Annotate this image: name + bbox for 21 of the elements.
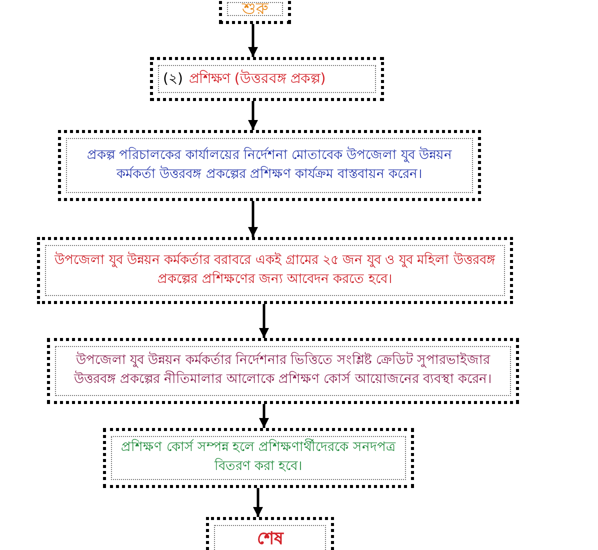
end-box <box>206 517 334 550</box>
node-text: উপজেলা যুব উন্নয়ন কর্মকর্তার নির্দেশনার ভিত্তিতে সংশ্লিষ্ট ক্রেডিট সুপারভাইজার উত্তরবঙ্গ প্রকল্পের নীতিমালার আলোকে প্রশিক্ষণ কোর্স আয়োজনের ব্যবস্থা করেন। <box>72 352 494 389</box>
arrow <box>259 404 269 428</box>
arrow <box>259 304 269 338</box>
start-box <box>219 0 291 24</box>
process-box <box>37 237 513 304</box>
node-text: প্রশিক্ষণ (উত্তরবঙ্গ প্রকল্প) <box>188 68 326 89</box>
node-text: শুরু <box>242 0 268 20</box>
node-text: উপজেলা যুব উন্নয়ন কর্মকর্তার বরাবরে একই গ্রামের ২৫ জন যুব ও যুব মহিলা উত্তরবঙ্গ প্রকল্পের প্রশিক্ষণের জন্য আবেদন করতে হবে। <box>53 252 496 288</box>
node-text: (২) <box>163 70 183 89</box>
process-box <box>103 428 414 488</box>
arrow <box>248 201 258 237</box>
process-box <box>150 57 384 101</box>
node-text: প্রকল্প পরিচালকের কার্যালয়ের নির্দেশনা মোতাবেক উপজেলা যুব উন্নয়ন কর্মকর্তা উত্তরবঙ্গ প্রকল্পের প্রশিক্ষণ কার্যক্রম বাস্তবায়ন করেন। <box>86 146 453 184</box>
node-text: প্রশিক্ষণ কোর্স সম্পন্ন হলে প্রশিক্ষণার্থীদেরকে সনদপত্র বিতরণ করা হবে। <box>120 439 397 476</box>
arrow <box>248 101 258 130</box>
node-text: শেষ <box>257 528 283 550</box>
process-box <box>47 338 519 404</box>
process-box <box>58 130 481 201</box>
arrow <box>253 488 263 517</box>
arrow <box>248 24 258 57</box>
